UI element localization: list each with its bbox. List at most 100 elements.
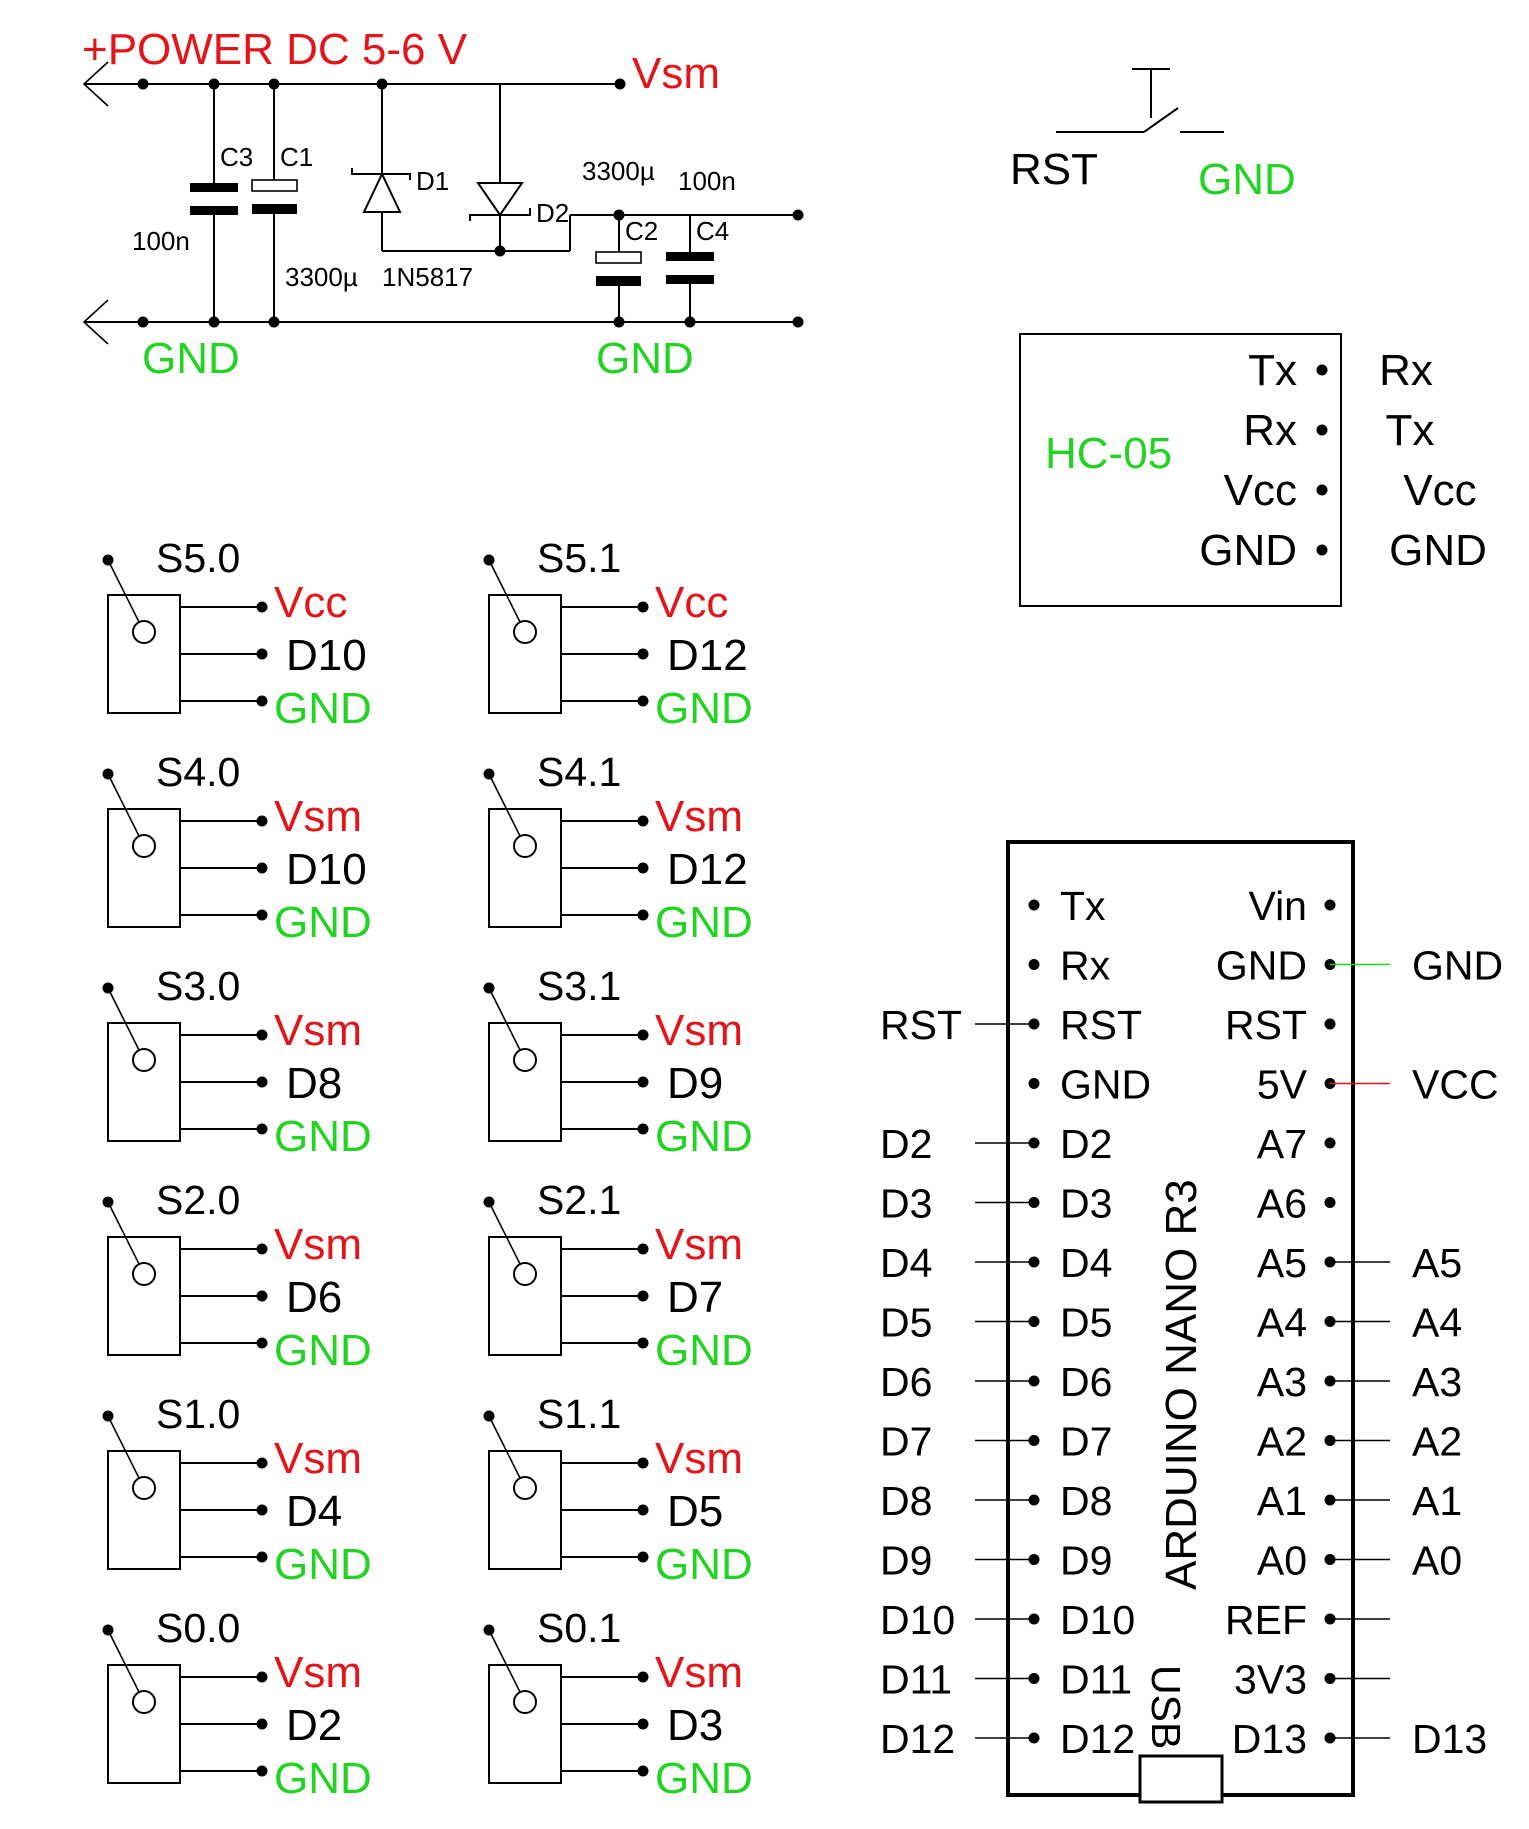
hc05-connection-gnd: GND [1389, 526, 1487, 575]
servo-gnd-label: GND [655, 1112, 753, 1161]
servo-body [107, 1450, 181, 1570]
servo-lead-dot [256, 1765, 268, 1777]
servo-power-label: Vcc [655, 578, 728, 627]
servo-arm [488, 1415, 526, 1489]
c4-value: 100n [678, 166, 736, 196]
servo-name: S0.1 [537, 1605, 621, 1651]
hc05-connection-vcc: Vcc [1403, 466, 1476, 515]
servo-body [488, 808, 562, 928]
arduino-left-pin-dot [1028, 959, 1040, 970]
servo-gnd-label: GND [655, 898, 753, 947]
servo-shaft [132, 620, 156, 644]
servo-lead-dot [256, 1337, 268, 1349]
left-net-d2: D2 [880, 1121, 932, 1167]
servo-gnd-label: GND [655, 1540, 753, 1589]
diode-d2: D2 [469, 84, 800, 252]
servo-lead-dot [256, 1076, 268, 1088]
right-net-d13: D13 [1412, 1716, 1487, 1762]
hc05-pin-gnd: GND [1199, 526, 1297, 575]
servo-power-label: Vsm [274, 1434, 362, 1483]
servo-lead-dot [637, 1551, 649, 1563]
servo-lead-dot [256, 1457, 268, 1469]
servo-gnd-label: GND [274, 684, 372, 733]
right-net-a3: A3 [1412, 1359, 1462, 1405]
c1-value: 3300µ [285, 262, 358, 292]
usb-label: USB [1143, 1665, 1189, 1749]
servo-body [107, 1664, 181, 1784]
arduino-pin-d4: D4 [1060, 1240, 1112, 1286]
arduino-pin-d11: D11 [1060, 1657, 1132, 1703]
c4-label: C4 [696, 216, 729, 246]
arduino-title: ARDUINO NANO R3 [1157, 1179, 1206, 1590]
right-net-vcc: VCC [1412, 1062, 1499, 1108]
servo-arm [107, 1201, 145, 1275]
servo-arm [107, 559, 145, 633]
left-net-d6: D6 [880, 1359, 932, 1405]
servo-lead-dot [256, 1551, 268, 1563]
arduino-pin-a6: A6 [1257, 1181, 1307, 1227]
diode-type: 1N5817 [382, 262, 473, 292]
d2-label: D2 [536, 198, 569, 228]
servo-signal-label: D5 [667, 1487, 723, 1536]
servo-lead-dot [256, 1029, 268, 1041]
arduino-left-pin-dot [1028, 1078, 1040, 1089]
servo-signal-label: D8 [286, 1059, 342, 1108]
left-net-d7: D7 [880, 1419, 932, 1465]
servo-name: S4.0 [156, 749, 240, 795]
servo-body [488, 1450, 562, 1570]
servo-arm [488, 773, 526, 847]
servo-gnd-label: GND [274, 1326, 372, 1375]
servo-lead-dot [256, 1290, 268, 1302]
servo-name: S3.0 [156, 963, 240, 1009]
arduino-pin-tx: Tx [1060, 883, 1106, 929]
hc05-connection-tx: Tx [1386, 406, 1435, 455]
servo-lead-dot [637, 1076, 649, 1088]
arduino-pin-rst: RST [1225, 1002, 1307, 1048]
servo-arm [488, 1629, 526, 1703]
hc05-pin-rx: Rx [1243, 406, 1297, 455]
servo-signal-label: D12 [667, 845, 748, 894]
right-net-a5: A5 [1412, 1240, 1462, 1286]
servo-lead-dot [637, 1718, 649, 1730]
servo-shaft [132, 834, 156, 858]
servo-power-label: Vcc [274, 578, 347, 627]
servo-lead-dot [637, 1671, 649, 1683]
servo-lead-dot [256, 862, 268, 874]
servo-shaft [513, 1690, 537, 1714]
vsm-label: Vsm [632, 49, 720, 98]
servo-signal-label: D6 [286, 1273, 342, 1322]
arduino-right-pin-dot [1324, 899, 1336, 911]
arduino-pin-d5: D5 [1060, 1300, 1112, 1346]
arduino-pin-a4: A4 [1257, 1300, 1307, 1346]
servo-lead-dot [256, 909, 268, 921]
arduino-right-pin-dot [1324, 1197, 1336, 1208]
servo-lead-dot [637, 1290, 649, 1302]
servo-name: S1.1 [537, 1391, 621, 1437]
servo-gnd-label: GND [274, 898, 372, 947]
arduino-pin-d6: D6 [1060, 1359, 1112, 1405]
servo-name: S1.0 [156, 1391, 240, 1437]
arduino-pin-d13: D13 [1232, 1716, 1307, 1762]
left-net-d9: D9 [880, 1538, 932, 1584]
gnd-label-left: GND [142, 334, 240, 383]
servo-arm [488, 987, 526, 1061]
hc05-pin-dot [1316, 364, 1328, 376]
servo-signal-label: D7 [667, 1273, 723, 1322]
servo-lead-dot [637, 648, 649, 660]
diode-d1: D1 1N5817 [351, 84, 500, 292]
arduino-pin-d10: D10 [1060, 1597, 1135, 1643]
right-net-gnd: GND [1412, 943, 1503, 989]
left-net-d5: D5 [880, 1300, 932, 1346]
right-net-a4: A4 [1412, 1300, 1462, 1346]
c2-value: 3300µ [582, 156, 655, 186]
servo-lead-dot [256, 695, 268, 707]
capacitor-c4: C4 100n [666, 166, 736, 322]
servo-body [107, 808, 181, 928]
servo-lead-dot [637, 909, 649, 921]
arduino-pin-gnd: GND [1060, 1062, 1151, 1108]
c1-label: C1 [280, 142, 313, 172]
arduino-pin-d2: D2 [1060, 1121, 1112, 1167]
servo-arm [107, 773, 145, 847]
